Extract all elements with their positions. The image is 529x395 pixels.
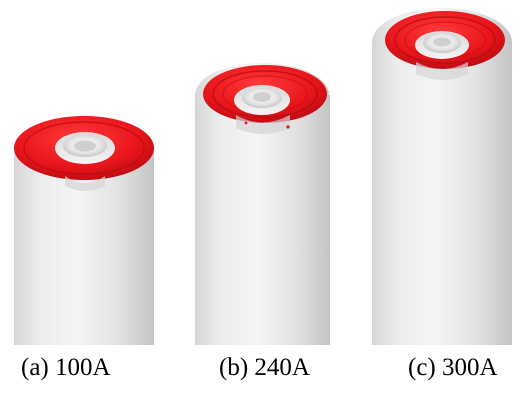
cylinder-c [372, 8, 512, 345]
caption-a: (a) 100A [21, 354, 111, 381]
cylinder-a [14, 116, 154, 345]
electrode-render [14, 8, 512, 345]
cylinder-b [195, 63, 330, 345]
caption-b: (b) 240A [219, 354, 310, 381]
caption-c: (c) 300A [408, 354, 498, 381]
